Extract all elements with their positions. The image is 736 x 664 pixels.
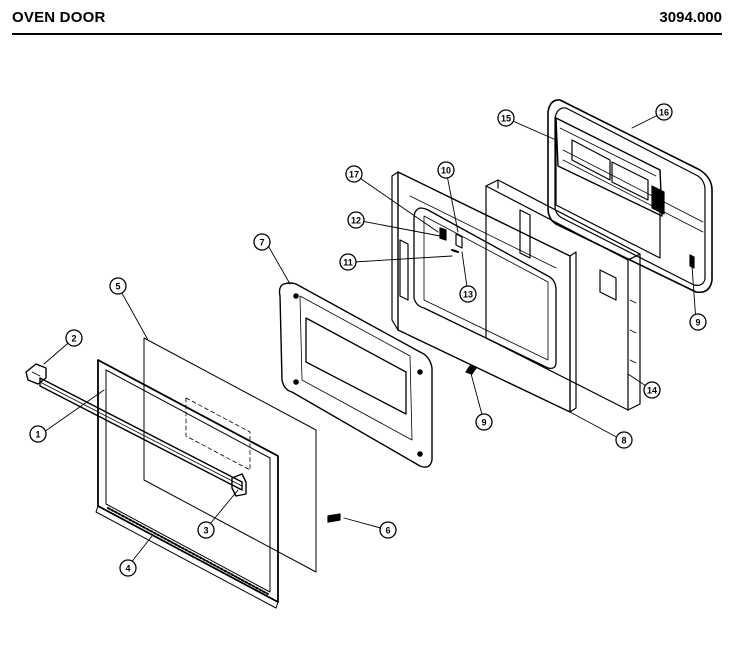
callout-6: 6 bbox=[379, 521, 397, 539]
part-gasket-panel bbox=[278, 282, 433, 468]
callout-11-number: 11 bbox=[343, 258, 353, 268]
callout-8: 8 bbox=[615, 431, 633, 449]
exploded-view-diagram: 1 2 3 4 5 6 7 8 9 9 10 11 bbox=[25, 99, 713, 609]
callout-6-number: 6 bbox=[385, 526, 390, 536]
callout-16-number: 16 bbox=[659, 108, 669, 118]
callout-16: 16 bbox=[655, 103, 673, 121]
callout-9-right-number: 9 bbox=[695, 318, 700, 328]
callout-17: 17 bbox=[345, 165, 363, 183]
callout-15-number: 15 bbox=[501, 114, 511, 124]
callout-14: 14 bbox=[643, 381, 661, 399]
part-outer-frame bbox=[95, 359, 279, 609]
callout-11: 11 bbox=[339, 253, 357, 271]
callout-5-number: 5 bbox=[115, 282, 120, 292]
callout-4-number: 4 bbox=[125, 564, 130, 574]
part-glass-panel bbox=[143, 337, 317, 573]
page-title: OVEN DOOR bbox=[12, 9, 106, 26]
callout-12: 12 bbox=[347, 211, 365, 229]
header-rule bbox=[12, 33, 722, 35]
callout-9-lower-number: 9 bbox=[481, 418, 486, 428]
part-handle-bar bbox=[39, 377, 243, 491]
callout-10-number: 10 bbox=[441, 166, 451, 176]
callout-9-lower: 9 bbox=[475, 413, 493, 431]
part-rear-panel bbox=[547, 99, 713, 294]
callout-5: 5 bbox=[109, 277, 127, 295]
callout-10: 10 bbox=[437, 161, 455, 179]
callout-15: 15 bbox=[497, 109, 515, 127]
callout-13: 13 bbox=[459, 285, 477, 303]
part-inner-plate bbox=[555, 117, 665, 259]
part-screw bbox=[327, 513, 341, 523]
callout-7-number: 7 bbox=[259, 238, 264, 248]
callout-1-number: 1 bbox=[35, 430, 40, 440]
callout-3: 3 bbox=[197, 521, 215, 539]
part-handle-bracket bbox=[231, 473, 247, 497]
callout-2-number: 2 bbox=[71, 334, 76, 344]
leader-lines bbox=[43, 111, 697, 565]
callout-2: 2 bbox=[65, 329, 83, 347]
callout-8-number: 8 bbox=[621, 436, 626, 446]
callout-13-number: 13 bbox=[463, 290, 473, 300]
callout-7: 7 bbox=[253, 233, 271, 251]
callout-4: 4 bbox=[119, 559, 137, 577]
part-insulation-box bbox=[485, 179, 641, 411]
callout-3-number: 3 bbox=[203, 526, 208, 536]
diagram-header: OVEN DOOR 3094.000 bbox=[0, 0, 736, 40]
callout-1: 1 bbox=[29, 425, 47, 443]
callout-17-number: 17 bbox=[349, 170, 359, 180]
model-number: 3094.000 bbox=[659, 9, 722, 26]
part-handle-end-cap bbox=[25, 363, 47, 385]
callout-14-number: 14 bbox=[647, 386, 657, 396]
callout-12-number: 12 bbox=[351, 216, 361, 226]
callout-9-right: 9 bbox=[689, 313, 707, 331]
